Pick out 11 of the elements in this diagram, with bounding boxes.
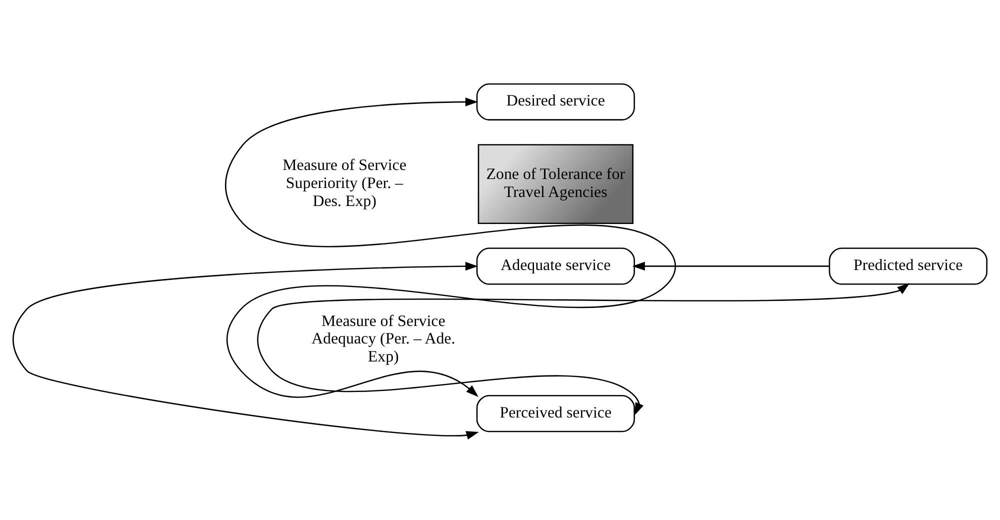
arrow [12, 262, 479, 440]
node-box: Perceived service [476, 395, 635, 432]
node-box: Desired service [476, 83, 635, 120]
label: Measure of Service Adequacy (Per. – Ade. Exp) [312, 312, 456, 366]
arrow [225, 98, 676, 398]
label: Measure of Service Superiority (Per. – Des. Exp) [282, 156, 406, 210]
node-box: Adequate service [476, 248, 635, 285]
node-box: Zone of Tolerance for Travel Agencies [478, 144, 634, 224]
arrow [257, 282, 910, 416]
node-box: Predicted service [828, 248, 988, 285]
arrow [632, 262, 830, 271]
